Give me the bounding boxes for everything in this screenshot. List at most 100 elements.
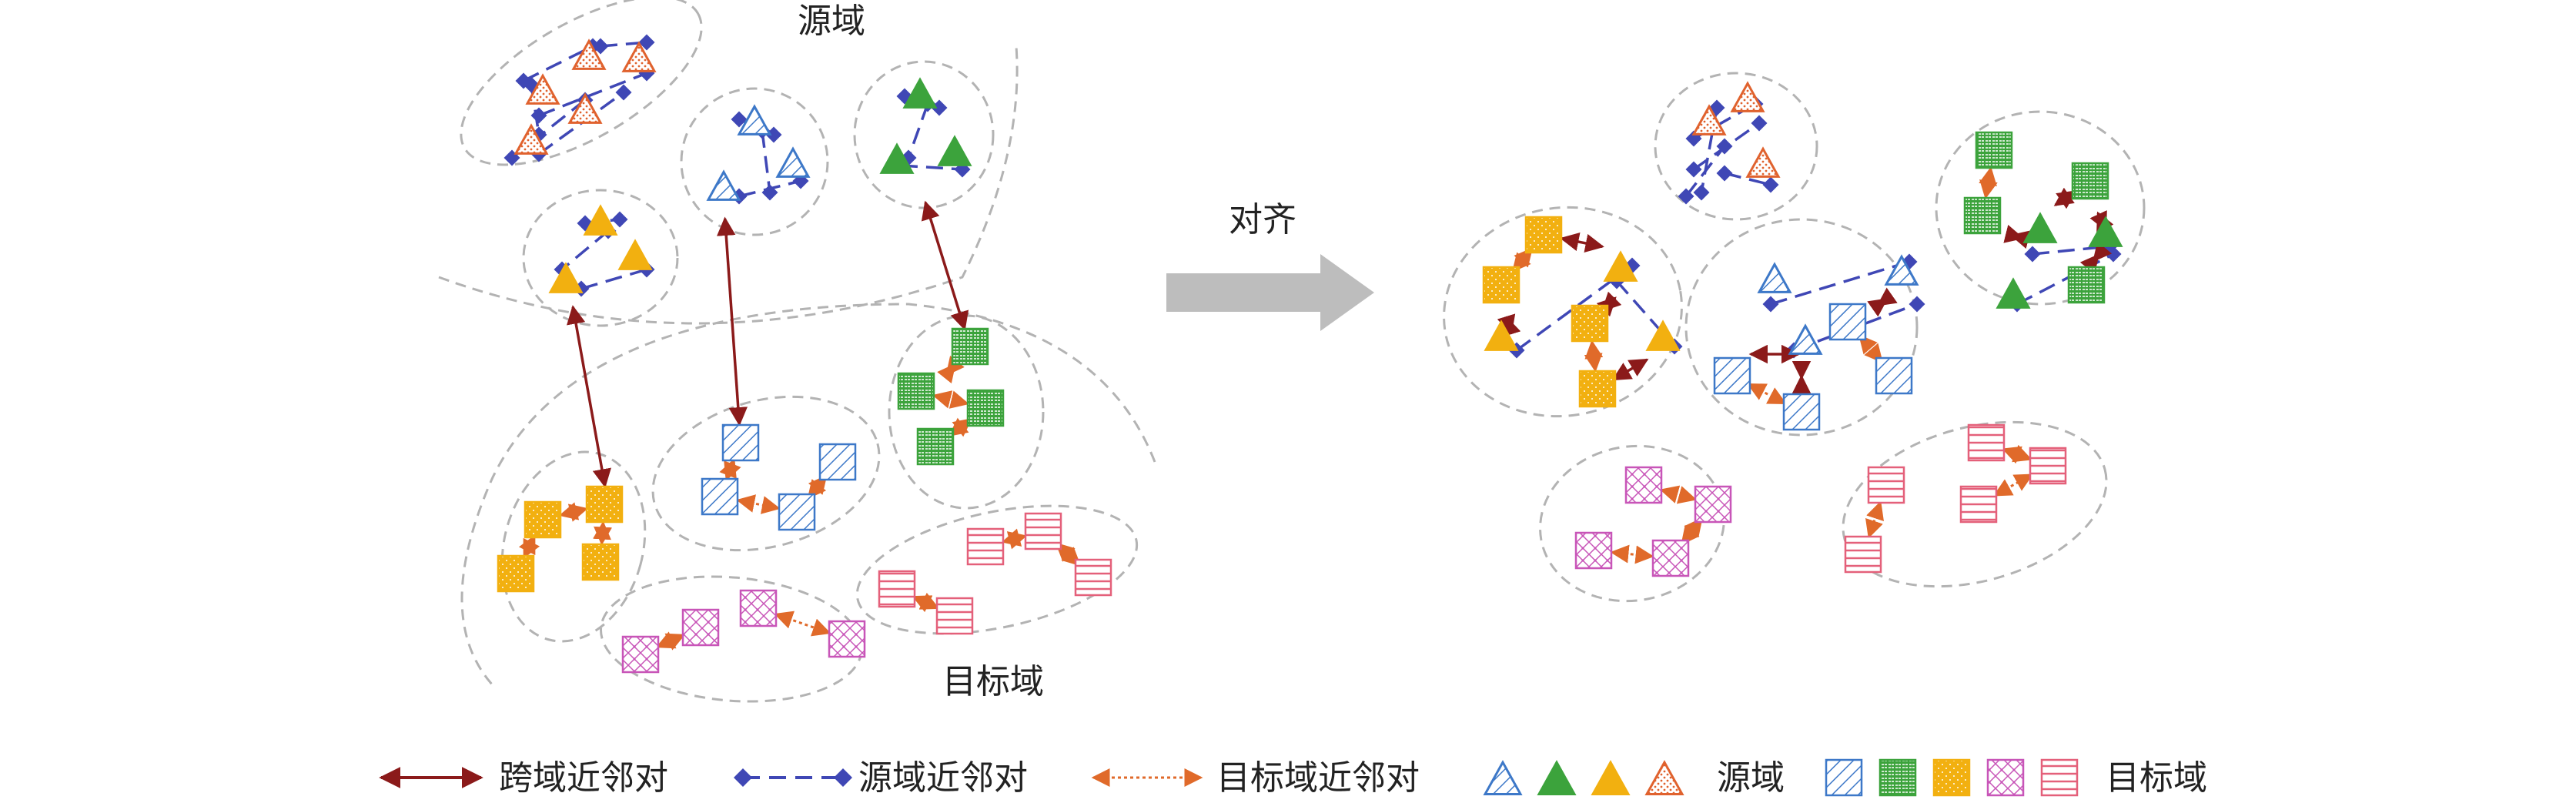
source-pair-link bbox=[1608, 273, 1683, 355]
blue-triangle-icon bbox=[775, 146, 811, 178]
blue-triangle-icon bbox=[1788, 323, 1823, 355]
pink-square-icon bbox=[1624, 466, 1663, 504]
target-pair-arrow bbox=[655, 631, 686, 651]
red-square-icon bbox=[1074, 558, 1112, 597]
red-square-icon bbox=[1024, 512, 1062, 550]
blue-square-icon bbox=[1713, 356, 1751, 395]
green-triangle-icon bbox=[1996, 277, 2031, 309]
target-pair-arrow bbox=[1584, 340, 1604, 373]
target-pair-arrow bbox=[807, 474, 828, 500]
target-pair-arrow bbox=[912, 592, 940, 613]
source-pair-link bbox=[900, 95, 936, 166]
blue-triangle-icon bbox=[1757, 262, 1792, 293]
orange-triangle-icon bbox=[1691, 104, 1727, 136]
green-triangle-icon bbox=[2088, 216, 2123, 247]
blue-triangle-icon bbox=[1483, 760, 1523, 796]
blue-square-icon bbox=[701, 477, 739, 516]
green-square-icon bbox=[1963, 196, 2002, 235]
cluster-outline bbox=[500, 450, 647, 643]
blue-square-icon bbox=[1828, 303, 1867, 341]
alignment-arrow-icon bbox=[1166, 254, 1374, 331]
blue-triangle-icon bbox=[1884, 254, 1919, 286]
source-domain-boundary bbox=[438, 45, 1019, 325]
source-domain-label: 源域 bbox=[798, 2, 865, 41]
pink-square-icon bbox=[1694, 485, 1732, 524]
source-pair-link bbox=[892, 157, 971, 178]
green-square-icon bbox=[951, 327, 989, 366]
legend-cross-pair-label: 跨域近邻对 bbox=[499, 758, 668, 798]
cross-domain-pair-arrow bbox=[2079, 241, 2113, 275]
red-square-icon bbox=[878, 570, 916, 608]
orange-triangle-icon bbox=[621, 41, 657, 72]
target-pair-arrow bbox=[592, 520, 613, 546]
cross-domain-pair-arrow bbox=[567, 305, 611, 488]
yellow-triangle-icon bbox=[1591, 760, 1631, 796]
green-triangle-icon bbox=[2022, 212, 2058, 243]
source-pair-link bbox=[754, 122, 778, 201]
yellow-triangle-icon bbox=[617, 239, 653, 270]
yellow-triangle-icon bbox=[1603, 250, 1638, 282]
target-pair-arrow bbox=[1865, 500, 1884, 539]
domain-samples bbox=[497, 38, 2123, 674]
target-pair-arrow bbox=[518, 534, 540, 559]
target-pair-arrow bbox=[1511, 247, 1534, 273]
pink-square-icon bbox=[621, 635, 660, 674]
legend-target-domain-label: 目标域 bbox=[2106, 758, 2207, 798]
blue-triangle-icon bbox=[737, 104, 772, 136]
yellow-square-icon bbox=[585, 485, 624, 524]
blue-square-icon bbox=[721, 423, 760, 462]
orange-triangle-icon bbox=[514, 123, 549, 155]
pink-square-icon bbox=[828, 620, 866, 658]
red-square-icon bbox=[2040, 758, 2079, 797]
green-square-icon bbox=[1975, 131, 2013, 169]
green-triangle-icon bbox=[1537, 760, 1577, 796]
yellow-triangle-icon bbox=[548, 262, 584, 293]
pink-square-icon bbox=[681, 608, 720, 647]
red-square-icon bbox=[1959, 485, 1998, 524]
align-label: 对齐 bbox=[1229, 200, 1296, 239]
source-pair-link bbox=[573, 261, 655, 297]
target-pair-arrow bbox=[1992, 473, 2034, 497]
cluster-outline bbox=[1935, 110, 2146, 306]
target-domain-boundary bbox=[460, 303, 1156, 686]
blue-square-icon bbox=[818, 443, 857, 481]
target-pair-arrow bbox=[937, 355, 965, 384]
legend-source-pair-label: 源域近邻对 bbox=[858, 758, 1028, 798]
cluster-outline bbox=[680, 87, 829, 236]
cross-domain-pair-arrow bbox=[2003, 224, 2031, 249]
target-domain-label: 目标域 bbox=[942, 662, 1044, 701]
cross-domain-pair-arrow bbox=[1497, 313, 1521, 337]
orange-triangle-icon bbox=[567, 92, 603, 124]
target-pair-arrow bbox=[558, 502, 589, 522]
red-square-icon bbox=[2029, 447, 2067, 485]
yellow-triangle-icon bbox=[583, 204, 618, 236]
cluster-outline bbox=[651, 395, 881, 552]
cluster-outline bbox=[460, 0, 703, 166]
target-pair-arrow bbox=[1979, 166, 1998, 199]
source-pair-link bbox=[2024, 238, 2118, 263]
pink-square-icon bbox=[1651, 539, 1690, 577]
blue-square-icon bbox=[1875, 356, 1913, 395]
yellow-square-icon bbox=[1524, 216, 1563, 254]
green-triangle-icon bbox=[879, 142, 915, 174]
cluster-outline bbox=[1539, 444, 1725, 603]
red-square-icon bbox=[1967, 423, 2006, 462]
yellow-square-icon bbox=[1932, 758, 1971, 797]
pink-square-icon bbox=[739, 589, 778, 627]
blue-square-icon bbox=[1782, 393, 1821, 431]
target-pair-arrow bbox=[2002, 444, 2032, 464]
orange-triangle-icon bbox=[1730, 81, 1765, 112]
source-pair-link bbox=[554, 222, 617, 278]
red-square-icon bbox=[1844, 535, 1882, 574]
cross-domain-pair-arrow bbox=[921, 200, 969, 331]
red-square-icon bbox=[966, 527, 1005, 566]
target-pair-arrow bbox=[1610, 544, 1654, 564]
yellow-triangle-icon bbox=[1645, 320, 1681, 351]
legend-source-domain-label: 源域 bbox=[1717, 758, 1785, 798]
blue-square-icon bbox=[1825, 758, 1863, 797]
legend-target-squares bbox=[1825, 758, 2079, 797]
yellow-square-icon bbox=[1571, 304, 1609, 343]
target-pair-arrow bbox=[736, 494, 781, 514]
orange-triangle-icon bbox=[1745, 146, 1781, 178]
